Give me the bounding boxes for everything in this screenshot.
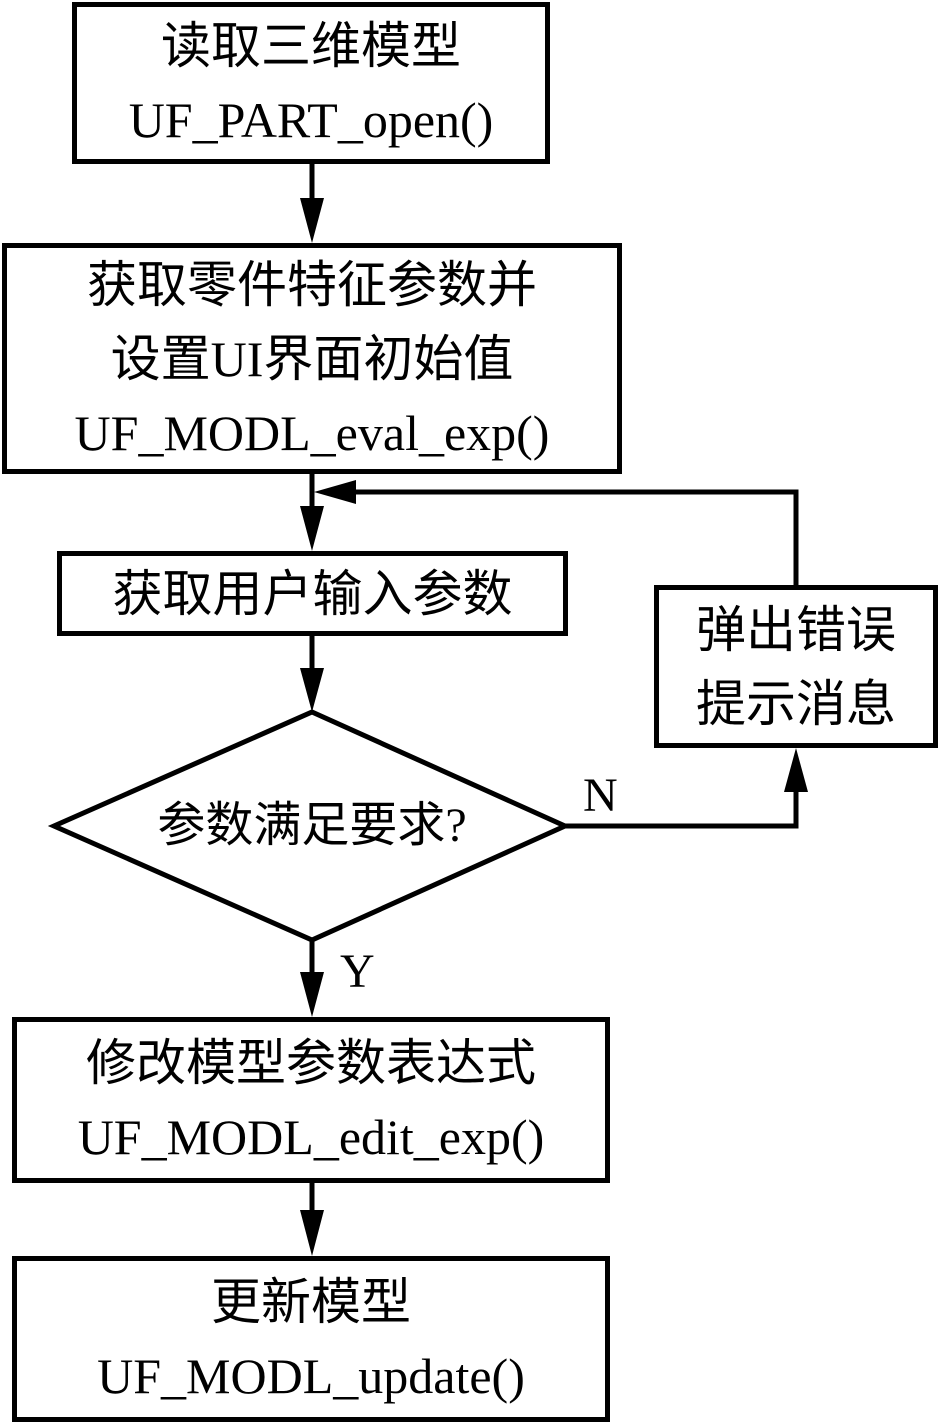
node-text: 弹出错误 [696, 601, 896, 658]
arrowhead-down-icon [300, 668, 324, 712]
node-text: 获取用户输入参数 [112, 565, 513, 622]
node-text: UF_MODL_edit_exp() [77, 1109, 545, 1165]
node-text: 更新模型 [211, 1274, 411, 1330]
edge-label-yes: Y [340, 945, 375, 998]
node-user-input: 获取用户输入参数 [57, 551, 568, 636]
node-edit-exp: 修改模型参数表达式 UF_MODL_edit_exp() [12, 1017, 610, 1183]
node-text: 修改模型参数表达式 [86, 1035, 536, 1091]
node-text: 提示消息 [696, 675, 896, 732]
node-text: UF_MODL_eval_exp() [74, 404, 550, 461]
node-read-model: 读取三维模型 UF_PART_open() [72, 2, 550, 164]
decision-text: 参数满足要求? [157, 799, 467, 852]
edge-check-to-error [565, 780, 799, 829]
node-error: 弹出错误 提示消息 [654, 585, 938, 748]
arrowhead-down-icon [300, 198, 324, 243]
node-update: 更新模型 UF_MODL_update() [12, 1256, 610, 1422]
node-text: UF_PART_open() [128, 92, 494, 148]
node-text: 获取零件特征参数并 [87, 256, 537, 313]
edge-error-to-input [340, 489, 799, 585]
arrowhead-down-icon [300, 506, 324, 551]
node-text: 设置UI界面初始值 [110, 330, 514, 387]
arrowhead-down-icon [300, 1210, 324, 1256]
node-text: 读取三维模型 [161, 18, 461, 74]
arrowhead-down-icon [300, 972, 324, 1017]
edge-label-no: N [583, 769, 618, 822]
node-get-params: 获取零件特征参数并 设置UI界面初始值 UF_MODL_eval_exp() [2, 243, 622, 474]
arrowhead-up-icon [784, 748, 808, 792]
arrowhead-left-icon [314, 480, 356, 504]
node-text: UF_MODL_update() [97, 1348, 525, 1404]
